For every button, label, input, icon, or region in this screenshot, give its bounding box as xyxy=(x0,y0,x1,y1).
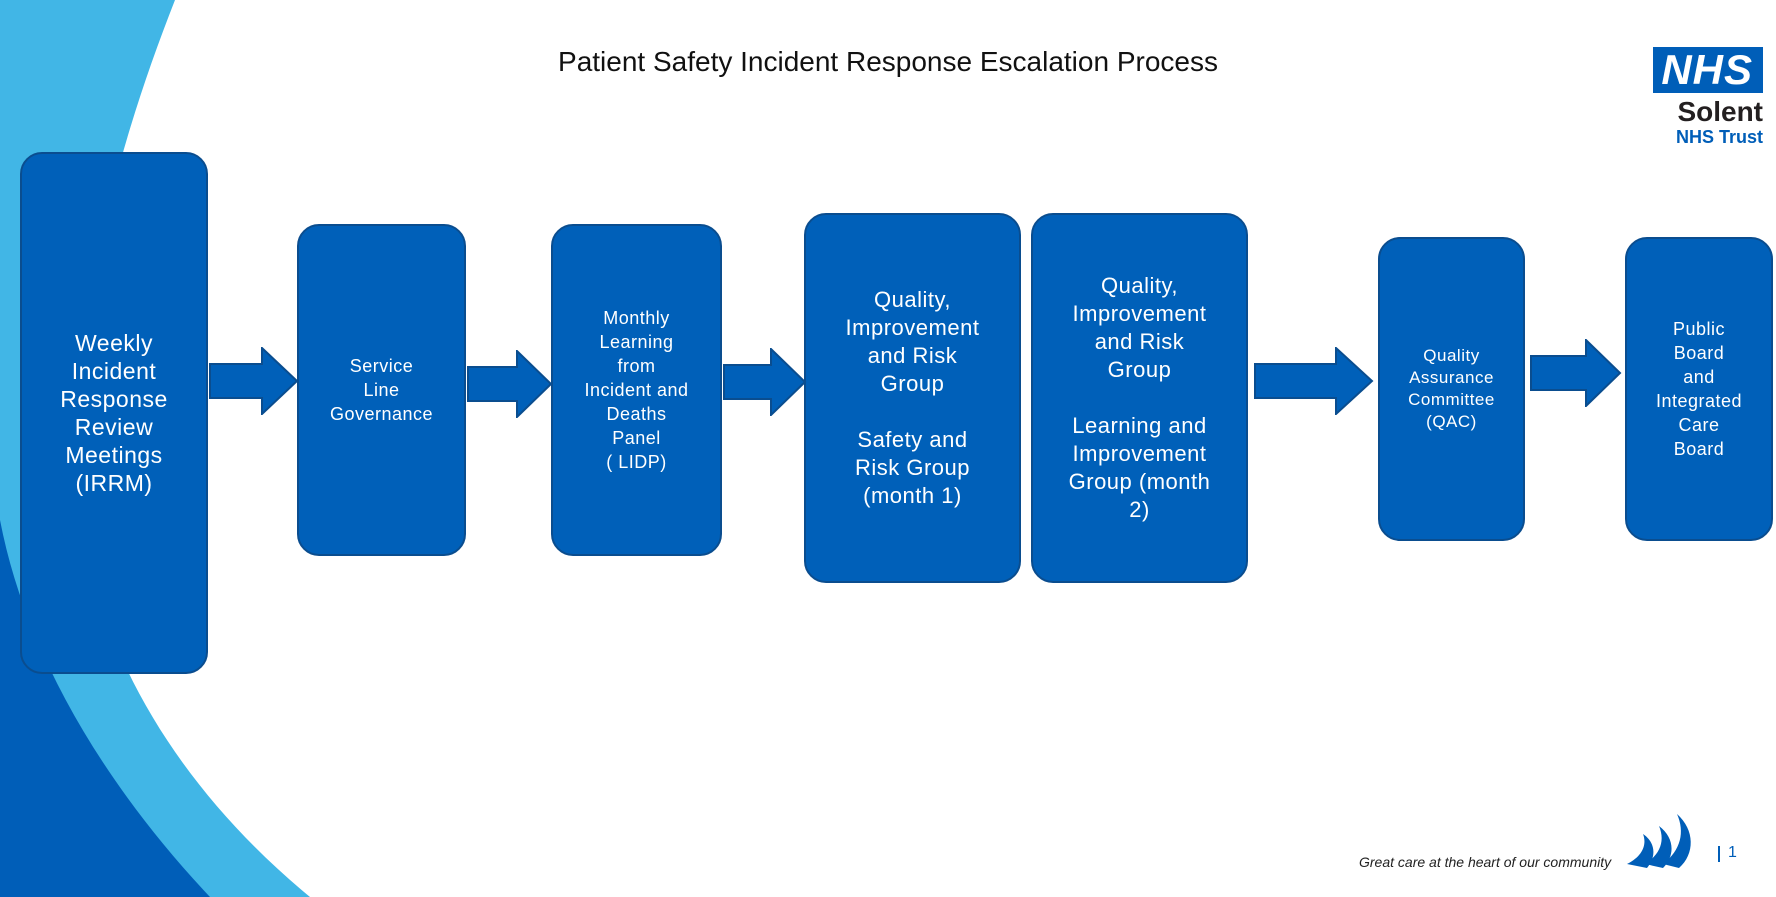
step-box-qirg-month-1: Quality, Improvement and Risk Group Safe… xyxy=(804,213,1021,583)
solent-sail-mark-icon xyxy=(1627,814,1691,868)
logo-trust-name: NHS Trust xyxy=(1675,127,1763,147)
nhs-solent-logo: NHS Solent NHS Trust xyxy=(1633,47,1763,147)
right-block-arrow-icon xyxy=(1530,339,1622,407)
step-box-qac: Quality Assurance Committee (QAC) xyxy=(1378,237,1525,541)
right-block-arrow-icon xyxy=(723,348,807,416)
right-block-arrow-icon xyxy=(1254,347,1374,415)
page-number: 1 xyxy=(1728,844,1737,861)
step-box-lidp: Monthly Learning from Incident and Death… xyxy=(551,224,722,556)
step-box-qirg-month-2: Quality, Improvement and Risk Group Lear… xyxy=(1031,213,1248,583)
nhs-mark: NHS xyxy=(1653,47,1763,93)
step-box-irrm: Weekly Incident Response Review Meetings… xyxy=(20,152,208,674)
step-box-service-line-governance: Service Line Governance xyxy=(297,224,466,556)
page-title: Patient Safety Incident Response Escalat… xyxy=(558,46,1218,77)
tagline: Great care at the heart of our community xyxy=(1359,854,1612,870)
right-block-arrow-icon xyxy=(209,347,299,415)
page-divider xyxy=(1718,846,1720,862)
swoosh-dark xyxy=(0,520,210,897)
right-block-arrow-icon xyxy=(467,350,553,418)
step-box-public-board: Public Board and Integrated Care Board xyxy=(1625,237,1773,541)
logo-org-name: Solent xyxy=(1677,96,1763,127)
